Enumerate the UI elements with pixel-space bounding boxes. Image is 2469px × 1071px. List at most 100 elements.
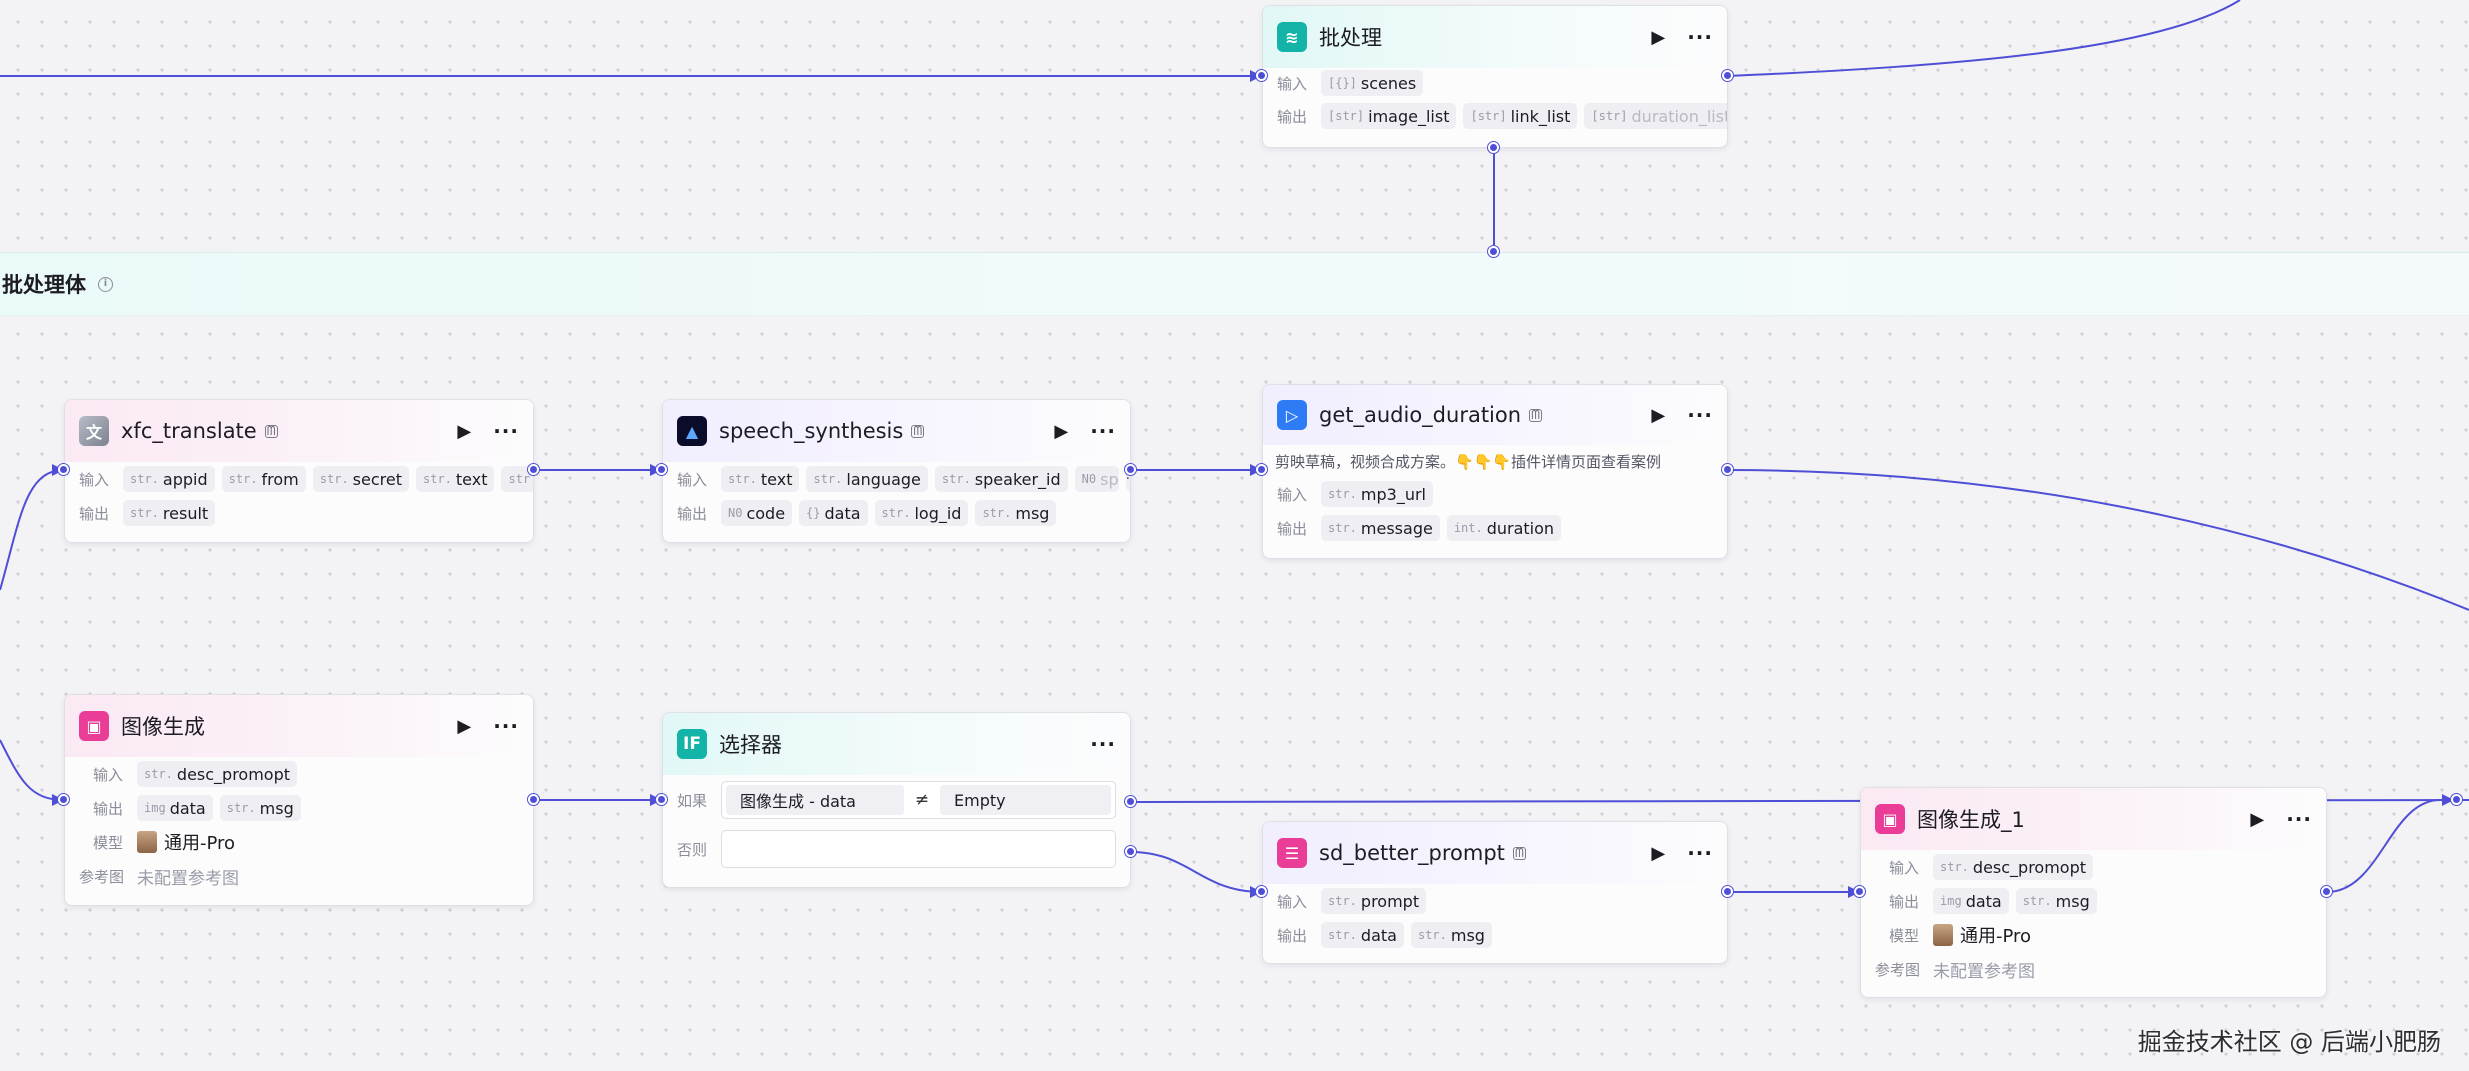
model-avatar <box>137 831 157 853</box>
node-get-audio-duration[interactable]: ▷ get_audio_duration ᗰ ▶ ··· 剪映草稿，视频合成方案… <box>1262 384 1728 559</box>
more-params-button[interactable]: ··· <box>1125 466 1130 492</box>
node-header[interactable]: IF 选择器 ··· <box>663 713 1130 775</box>
watermark: 掘金技术社区 @ 后端小肥肠 <box>2137 1028 2441 1056</box>
inputs-row: 输入 str.text str.language str.speaker_id … <box>663 462 1130 496</box>
port-translate-out[interactable] <box>528 464 539 475</box>
param-tag: str.text <box>721 466 800 492</box>
port-imagegen-out[interactable] <box>528 794 539 805</box>
run-icon[interactable]: ▶ <box>1651 842 1666 864</box>
output-label: 输出 <box>79 504 110 523</box>
node-header[interactable]: ≋ 批处理 ▶ ··· <box>1263 6 1727 68</box>
inputs-row: 输入 str.desc_promopt <box>65 757 533 791</box>
ref-row: 参考图 未配置参考图 <box>1861 952 2326 986</box>
port-batch-bottom[interactable] <box>1488 142 1499 153</box>
more-icon[interactable]: ··· <box>1687 403 1713 427</box>
port-selector-in[interactable] <box>656 794 667 805</box>
port-imagegen-in[interactable] <box>58 794 69 805</box>
more-icon[interactable]: ··· <box>1090 419 1116 443</box>
else-label: 否则 <box>677 840 708 859</box>
node-title: sd_better_prompt <box>1319 841 1505 865</box>
port-duration-out[interactable] <box>1722 464 1733 475</box>
input-label: 输入 <box>93 765 124 784</box>
node-header[interactable]: 文 xfc_translate ᗰ ▶ ··· <box>65 400 533 462</box>
info-icon[interactable]: i <box>98 276 113 292</box>
model-row: 模型 通用-Pro <box>1861 918 2326 952</box>
node-title: 选择器 <box>719 733 782 757</box>
port-sd-out[interactable] <box>1722 886 1733 897</box>
node-speech-synthesis[interactable]: ▲ speech_synthesis ᗰ ▶ ··· 输入 str.text s… <box>662 399 1131 543</box>
condition-left[interactable]: 图像生成 - data <box>726 785 904 815</box>
param-tag: str.mp3_url <box>1321 481 1433 507</box>
port-translate-in[interactable] <box>58 464 69 475</box>
node-image-gen-1[interactable]: ▣ 图像生成_1 ▶ ··· 输入 str.desc_promopt 输出 im… <box>1860 787 2327 998</box>
port-imagegen1-in[interactable] <box>1854 886 1865 897</box>
node-title: xfc_translate <box>121 419 257 443</box>
condition-box[interactable]: 图像生成 - data ≠ Empty <box>721 781 1116 819</box>
run-icon[interactable]: ▶ <box>1651 26 1666 48</box>
model-name: 通用-Pro <box>1960 926 2032 947</box>
ref-value: 未配置参考图 <box>1933 961 2035 982</box>
param-tag: {}data <box>799 500 868 526</box>
param-tag: [{}]scenes <box>1321 70 1424 96</box>
param-tag: str.result <box>123 500 216 526</box>
node-batch[interactable]: ≋ 批处理 ▶ ··· 输入 [{}]scenes 输出 [str]image_… <box>1262 5 1728 148</box>
port-imagegen1-out[interactable] <box>2321 886 2332 897</box>
port-right-in[interactable] <box>2451 794 2462 805</box>
port-batch-in[interactable] <box>1256 70 1267 81</box>
else-row: 否则 <box>663 825 1130 873</box>
param-tag: str.desc_promopt <box>137 761 298 787</box>
node-header[interactable]: ▷ get_audio_duration ᗰ ▶ ··· <box>1263 385 1727 445</box>
port-batch-out[interactable] <box>1722 70 1733 81</box>
port-selector-else-out[interactable] <box>1125 846 1136 857</box>
run-icon[interactable]: ▶ <box>457 715 472 737</box>
list-icon: ☰ <box>1277 838 1307 868</box>
more-icon[interactable]: ··· <box>1687 25 1713 49</box>
batch-body-header[interactable]: 批处理体 i <box>0 252 2469 316</box>
port-selector-if-out[interactable] <box>1125 796 1136 807</box>
node-header[interactable]: ▲ speech_synthesis ᗰ ▶ ··· <box>663 400 1130 462</box>
inputs-row: 输入 str.prompt <box>1263 884 1727 918</box>
input-label: 输入 <box>1277 892 1308 911</box>
param-tag: str.appid <box>123 466 215 492</box>
output-label: 输出 <box>93 799 124 818</box>
run-icon[interactable]: ▶ <box>2250 808 2265 830</box>
node-header[interactable]: ▣ 图像生成_1 ▶ ··· <box>1861 788 2326 850</box>
more-icon[interactable]: ··· <box>493 714 519 738</box>
node-title: 批处理 <box>1319 26 1382 50</box>
more-icon[interactable]: ··· <box>493 419 519 443</box>
run-icon[interactable]: ▶ <box>457 420 472 442</box>
ref-label: 参考图 <box>79 867 125 886</box>
node-sd-better-prompt[interactable]: ☰ sd_better_prompt ᗰ ▶ ··· 输入 str.prompt… <box>1262 821 1728 964</box>
model-label: 模型 <box>93 833 124 852</box>
node-header[interactable]: ☰ sd_better_prompt ᗰ ▶ ··· <box>1263 822 1727 884</box>
outputs-row: 输出 [str]image_list [str]link_list [str]d… <box>1263 98 1727 134</box>
inputs-row: 输入 str.mp3_url <box>1263 477 1727 511</box>
param-tag: str.to <box>501 466 533 492</box>
input-label: 输入 <box>1277 485 1308 504</box>
image-icon: ▣ <box>79 711 109 741</box>
input-label: 输入 <box>1889 858 1920 877</box>
node-selector[interactable]: IF 选择器 ··· 如果 图像生成 - data ≠ Empty 否则 <box>662 712 1131 888</box>
port-sd-in[interactable] <box>1256 886 1267 897</box>
port-body-top[interactable] <box>1488 246 1499 257</box>
node-header[interactable]: ▣ 图像生成 ▶ ··· <box>65 695 533 757</box>
else-box[interactable] <box>721 830 1116 868</box>
more-icon[interactable]: ··· <box>2286 807 2312 831</box>
run-icon[interactable]: ▶ <box>1054 420 1069 442</box>
port-speech-in[interactable] <box>656 464 667 475</box>
condition-operator[interactable]: ≠ <box>914 790 930 810</box>
model-label: 模型 <box>1889 926 1920 945</box>
more-icon[interactable]: ··· <box>1090 732 1116 756</box>
port-duration-in[interactable] <box>1256 464 1267 475</box>
port-speech-out[interactable] <box>1125 464 1136 475</box>
more-icon[interactable]: ··· <box>1687 841 1713 865</box>
image-icon: ▣ <box>1875 804 1905 834</box>
run-icon[interactable]: ▶ <box>1651 404 1666 426</box>
condition-right[interactable]: Empty <box>940 785 1111 815</box>
if-icon: IF <box>677 729 707 759</box>
node-xfc-translate[interactable]: 文 xfc_translate ᗰ ▶ ··· 输入 str.appid str… <box>64 399 534 543</box>
